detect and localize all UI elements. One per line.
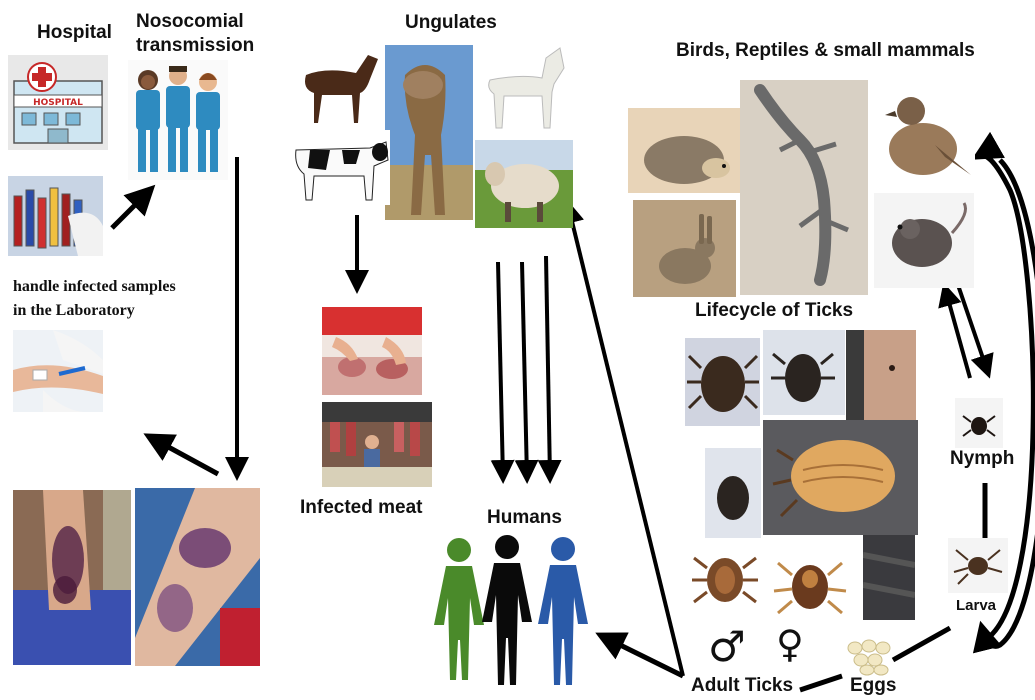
connector-eggs-adult [800,676,842,690]
hedgehog-photo [628,108,740,193]
lifecycle-label: Lifecycle of Ticks [695,300,853,322]
cow-photo [290,130,390,205]
rat-photo [874,193,974,288]
hospital-building-illustration: HOSPITAL [8,55,108,150]
bruised-arm-photo-2 [135,488,260,666]
human-figure-black [482,535,532,685]
tick-on-skin-photo [846,330,916,422]
camel-photo [385,45,473,220]
nosocomial-label: Nosocomial transmission [136,10,254,58]
arrow-nymph-to-mouse [945,288,970,378]
bruised-arm-photo-1 [13,490,131,665]
lab-line2: in the Laboratory [13,299,176,323]
tick-photo-1 [685,338,760,426]
female-tick-photo [770,545,850,625]
engorged-tick-photo [763,420,918,535]
goat-photo [480,40,570,135]
hare-photo [633,200,736,297]
medical-staff-illustration [128,60,228,180]
arrow-ungulates-to-humans-2 [522,262,527,478]
butcher-cutting-meat-photo [322,307,422,395]
arrow-lab-to-nosocomial [112,190,150,228]
adult-ticks-label: Adult Ticks [691,675,793,697]
hospital-label: Hospital [37,22,112,44]
lab-sample-tubes-photo [8,176,103,256]
infected-meat-label: Infected meat [300,497,422,519]
male-symbol: ♂ [708,622,746,671]
nymph-tick-photo [955,398,1003,448]
sparrow-photo [875,85,975,193]
horse-photo [296,45,386,127]
tick-eggs-illustration [845,638,895,676]
female-symbol: ♀ [776,622,804,666]
humans-label: Humans [487,507,562,529]
gecko-photo [740,80,868,295]
male-tick-photo [690,540,760,620]
lab-label: handle infected samples in the Laborator… [13,275,176,323]
arrow-mouse-to-nymph [958,285,988,373]
arrow-ticks-to-humans [602,636,683,676]
nymph-label: Nymph [950,448,1014,470]
arrow-ungulates-to-humans-3 [546,256,550,478]
sheep-photo [475,140,573,228]
larva-tick-photo [948,538,1008,593]
lab-line1: handle infected samples [13,275,176,299]
tick-strip-photo [863,535,915,620]
meat-market-photo [322,402,432,487]
birds-reptiles-label: Birds, Reptiles & small mammals [676,40,975,62]
nosocomial-line2: transmission [136,34,254,58]
human-figure-blue [538,537,588,685]
tick-photo-2 [763,330,845,415]
ungulates-label: Ungulates [405,12,497,34]
arrow-ungulates-to-humans-1 [498,262,503,478]
tick-photo-3 [705,448,761,538]
nosocomial-line1: Nosocomial [136,10,254,34]
connector-eggs-larva [893,628,950,660]
human-figure-green [434,538,484,680]
arrow-patient-to-lab [150,437,218,474]
larva-label: Larva [956,597,996,614]
blood-draw-photo [13,330,103,412]
hospital-sign-text: HOSPITAL [33,98,83,108]
eggs-label: Eggs [850,675,896,697]
